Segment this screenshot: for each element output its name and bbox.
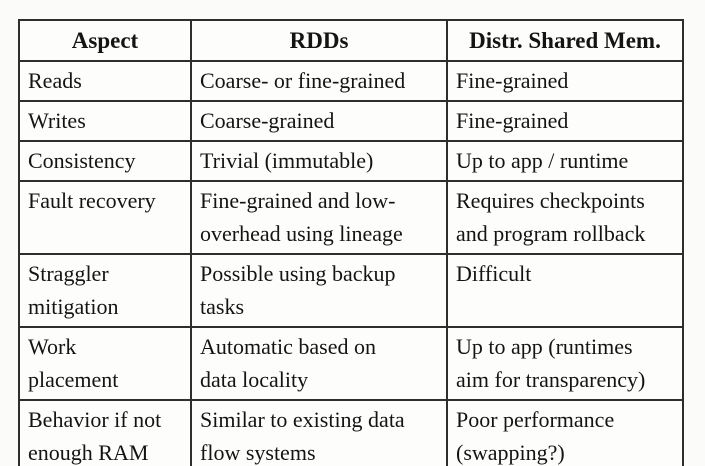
header-row: Aspect RDDs Distr. Shared Mem. <box>18 19 684 62</box>
cell-rdds: Automatic based on data locality <box>190 326 448 401</box>
column-header-dsm: Distr. Shared Mem. <box>446 19 684 62</box>
table-row-straggler-mitigation: Straggler mitigation Possible using back… <box>18 253 684 328</box>
cell-rdds: Possible using backup tasks <box>190 253 448 328</box>
table-row-writes: Writes Coarse-grained Fine-grained <box>18 100 684 142</box>
cell-dsm: Up to app / runtime <box>446 140 684 182</box>
cell-aspect: Writes <box>18 100 192 142</box>
cell-dsm: Fine-grained <box>446 100 684 142</box>
column-header-rdds: RDDs <box>190 19 448 62</box>
cell-dsm: Poor performance (swapping?) <box>446 399 684 466</box>
cell-aspect: Fault recovery <box>18 180 192 255</box>
cell-rdds: Coarse- or fine-grained <box>190 60 448 102</box>
cell-aspect: Behavior if not enough RAM <box>18 399 192 466</box>
table-row-fault-recovery: Fault recovery Fine-grained and low- ove… <box>18 180 684 255</box>
cell-rdds: Similar to existing data flow systems <box>190 399 448 466</box>
cell-aspect: Work placement <box>18 326 192 401</box>
table-row-consistency: Consistency Trivial (immutable) Up to ap… <box>18 140 684 182</box>
cell-aspect: Consistency <box>18 140 192 182</box>
cell-dsm: Requires checkpoints and program rollbac… <box>446 180 684 255</box>
cell-dsm: Up to app (runtimes aim for transparency… <box>446 326 684 401</box>
table-row-behavior-not-enough-ram: Behavior if not enough RAM Similar to ex… <box>18 399 684 466</box>
cell-dsm: Difficult <box>446 253 684 328</box>
table-row-work-placement: Work placement Automatic based on data l… <box>18 326 684 401</box>
rdd-vs-dsm-comparison-table: Aspect RDDs Distr. Shared Mem. Reads Coa… <box>18 19 684 466</box>
cell-rdds: Fine-grained and low- overhead using lin… <box>190 180 448 255</box>
cell-rdds: Trivial (immutable) <box>190 140 448 182</box>
cell-aspect: Reads <box>18 60 192 102</box>
cell-dsm: Fine-grained <box>446 60 684 102</box>
cell-rdds: Coarse-grained <box>190 100 448 142</box>
table-row-reads: Reads Coarse- or fine-grained Fine-grain… <box>18 60 684 102</box>
cell-aspect: Straggler mitigation <box>18 253 192 328</box>
column-header-aspect: Aspect <box>18 19 192 62</box>
